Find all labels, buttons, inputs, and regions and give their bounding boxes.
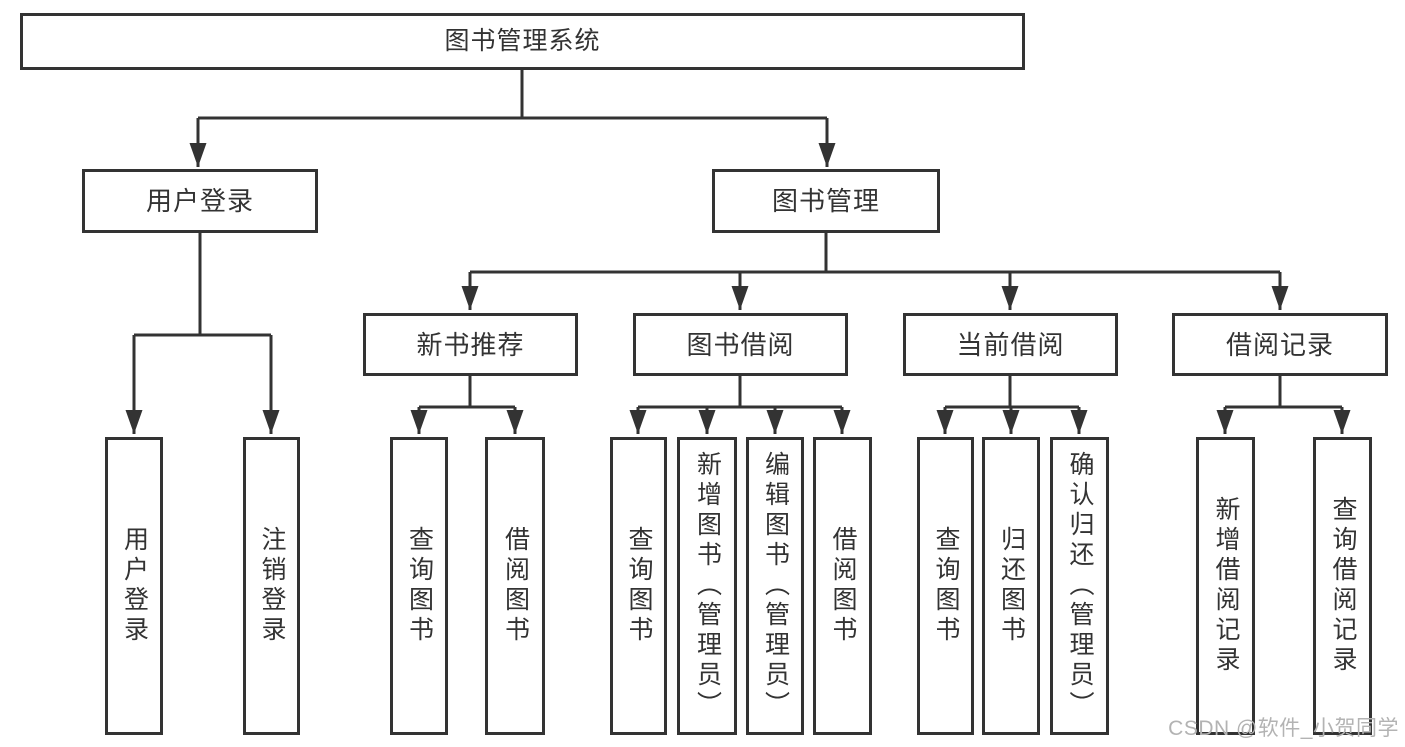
watermark: CSDN @软件_小贺同学 [1168, 717, 1399, 740]
node-user-login: 用户登录 [82, 169, 318, 233]
node-current-borrow-label: 当前借阅 [956, 329, 1065, 360]
node-borrow-records: 借阅记录 [1172, 313, 1388, 376]
node-book-borrow: 图书借阅 [633, 313, 848, 376]
leaf-edit-book-admin-label: 编辑图书（管理员） [761, 451, 790, 721]
node-new-book-recommend-label: 新书推荐 [416, 329, 525, 360]
node-book-management-label: 图书管理 [771, 186, 880, 216]
node-root-label: 图书管理系统 [444, 27, 601, 55]
leaf-borrow-books-2-label: 借阅图书 [829, 526, 857, 646]
leaf-query-borrow-record-label: 查询借阅记录 [1329, 496, 1357, 676]
leaf-borrow-books-1-label: 借阅图书 [501, 526, 530, 646]
leaf-add-borrow-record-label: 新增借阅记录 [1212, 496, 1240, 676]
leaf-edit-book-admin: 编辑图书（管理员） [746, 437, 804, 735]
leaf-query-books-3-label: 查询图书 [932, 526, 960, 646]
leaf-query-books-1: 查询图书 [390, 437, 448, 735]
leaf-user-login-label: 用户登录 [120, 526, 149, 646]
leaf-borrow-books-1: 借阅图书 [485, 437, 545, 735]
leaf-add-book-admin-label: 新增图书（管理员） [693, 451, 722, 721]
node-root: 图书管理系统 [20, 13, 1025, 70]
leaf-logout-label: 注销登录 [258, 526, 286, 646]
leaf-borrow-books-2: 借阅图书 [813, 437, 872, 735]
node-book-borrow-label: 图书借阅 [686, 329, 795, 360]
node-borrow-records-label: 借阅记录 [1225, 329, 1334, 360]
leaf-confirm-return-admin-label: 确认归还（管理员） [1066, 451, 1094, 721]
leaf-add-borrow-record: 新增借阅记录 [1196, 437, 1255, 735]
leaf-add-book-admin: 新增图书（管理员） [677, 437, 737, 735]
leaf-query-borrow-record: 查询借阅记录 [1313, 437, 1372, 735]
node-book-management: 图书管理 [712, 169, 940, 233]
leaf-query-books-1-label: 查询图书 [405, 526, 434, 646]
node-new-book-recommend: 新书推荐 [363, 313, 578, 376]
leaf-return-book-label: 归还图书 [997, 526, 1026, 646]
leaf-query-books-2-label: 查询图书 [625, 526, 653, 646]
leaf-user-login: 用户登录 [105, 437, 163, 735]
leaf-logout: 注销登录 [243, 437, 300, 735]
leaf-query-books-3: 查询图书 [917, 437, 974, 735]
leaf-query-books-2: 查询图书 [610, 437, 667, 735]
node-current-borrow: 当前借阅 [903, 313, 1118, 376]
node-user-login-label: 用户登录 [145, 186, 254, 216]
leaf-confirm-return-admin: 确认归还（管理员） [1050, 437, 1109, 735]
leaf-return-book: 归还图书 [982, 437, 1040, 735]
